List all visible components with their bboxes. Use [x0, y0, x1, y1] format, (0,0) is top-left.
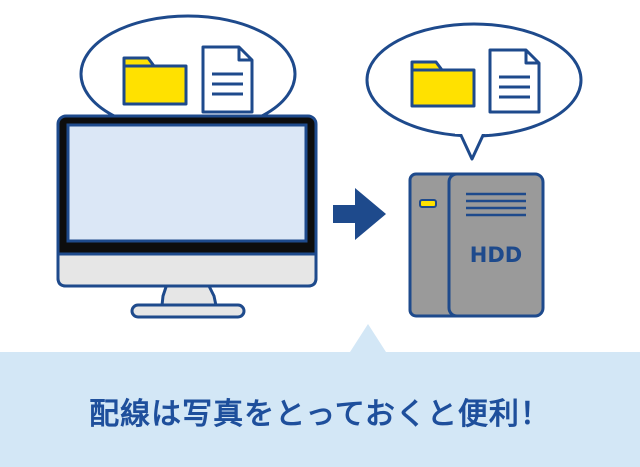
- caption-text: 配線は写真をとっておくと便利！: [89, 397, 551, 432]
- hdd-vent-lines: [466, 192, 526, 217]
- hdd-speech-bubble: [365, 22, 583, 161]
- hdd-indicator-light: [419, 199, 437, 208]
- right-arrow-icon: [333, 188, 386, 240]
- folder-icon: [122, 56, 188, 106]
- caption-bubble: [0, 324, 640, 467]
- document-icon: [488, 48, 541, 114]
- monitor-screen: [66, 123, 308, 243]
- computer-monitor: [56, 114, 318, 319]
- monitor-chin: [56, 252, 318, 288]
- hdd-label: HDD: [470, 243, 522, 267]
- hdd-front-panel: [447, 172, 545, 318]
- hard-drive: HDD: [408, 172, 545, 318]
- monitor-stand: [130, 282, 246, 319]
- document-icon: [201, 45, 254, 114]
- folder-icon: [410, 60, 476, 108]
